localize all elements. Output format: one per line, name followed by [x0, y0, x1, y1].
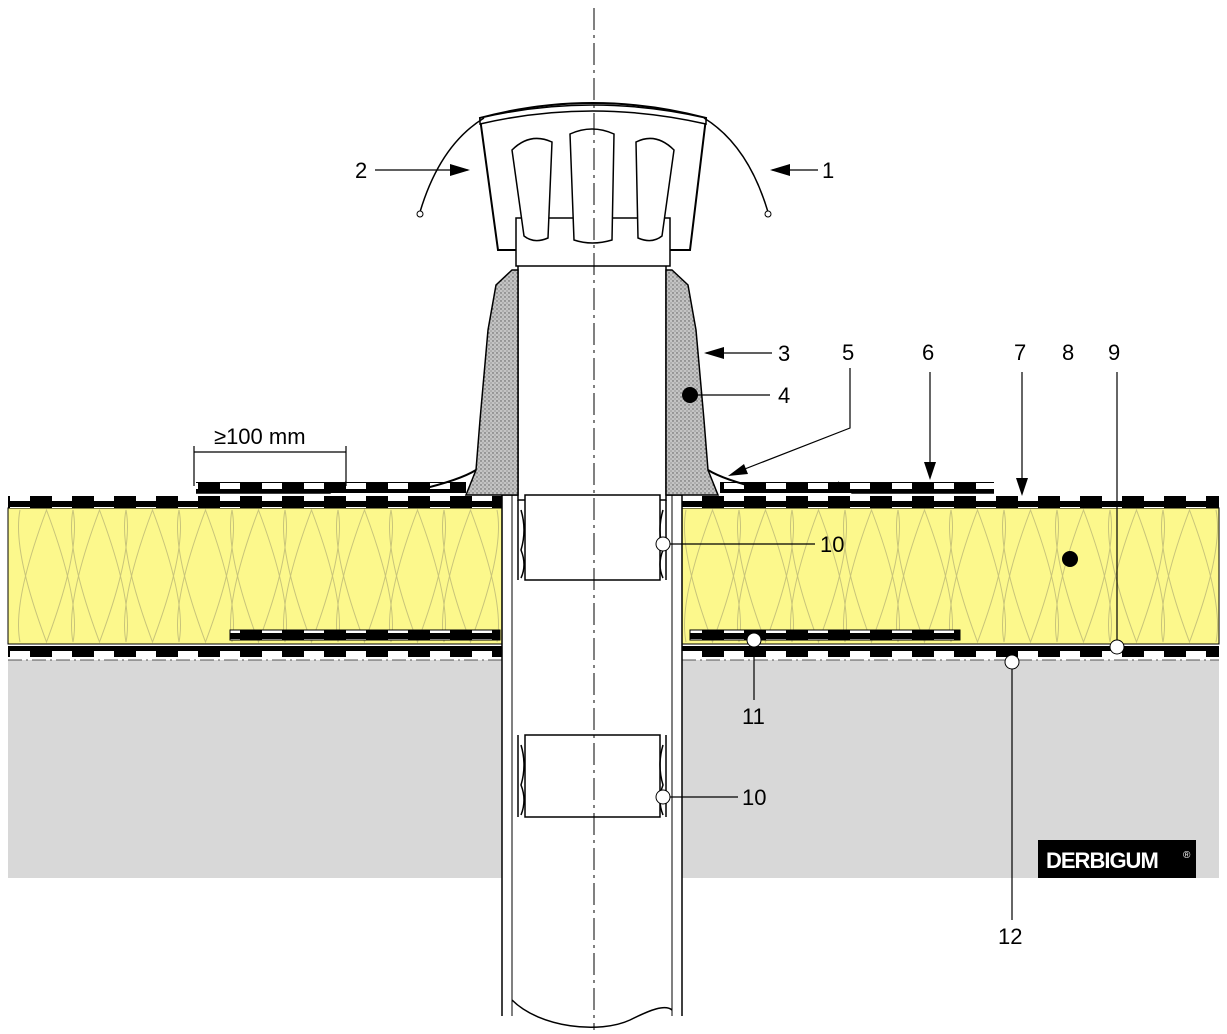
- flashing-skirt-left: [417, 469, 477, 491]
- callout-8: 8: [1062, 340, 1074, 365]
- sleeve-upper-rib-left: [517, 500, 525, 580]
- vent-slot-3: [635, 137, 675, 242]
- callout-11: 11: [742, 704, 765, 729]
- sleeve-lower-rib-left: [517, 735, 525, 817]
- vent-slot-2: [569, 128, 615, 244]
- vent-cap-dome: [479, 104, 707, 125]
- callout-2: 2: [355, 158, 367, 183]
- callout-7: 7: [1014, 340, 1026, 365]
- detail-ring-markers: [655, 536, 1125, 805]
- rain-hood-right: [703, 117, 769, 213]
- vapour-barrier-left: [8, 646, 502, 657]
- sleeve-upper: [524, 494, 661, 581]
- callout-9: 9: [1108, 340, 1120, 365]
- material-marker-8: [1062, 551, 1078, 567]
- callout-10-lower: 10: [742, 785, 766, 810]
- leader-lines: [193, 169, 1118, 920]
- roof-membrane-left: [8, 496, 508, 508]
- callout-12: 12: [998, 924, 1022, 949]
- dimension-label: ≥100 mm: [214, 424, 306, 449]
- concrete-deck-left: [8, 660, 502, 878]
- roof-membrane-right: [680, 496, 1219, 508]
- overlap-strip-left: [196, 482, 466, 493]
- vent-slot-1: [511, 137, 553, 242]
- lower-flange-left: [229, 629, 501, 641]
- pipe-break-curve: [511, 999, 673, 1029]
- rain-hood-left-tip: [416, 210, 424, 218]
- rain-hood-left: [419, 117, 485, 213]
- overlap-edge-right: [837, 481, 994, 494]
- arrowheads: [450, 164, 1028, 496]
- callout-1: 1: [822, 158, 834, 183]
- sleeve-lower: [524, 734, 661, 818]
- callout-4: 4: [778, 383, 790, 408]
- callout-3: 3: [778, 341, 790, 366]
- overlap-edge-left: [196, 481, 347, 494]
- callout-10-upper: 10: [820, 532, 844, 557]
- lower-flange-right: [689, 629, 961, 641]
- insulation-hatch: [18, 508, 1218, 644]
- brand-logo-mark: ®: [1183, 850, 1191, 861]
- brand-logo-box: [1038, 840, 1196, 878]
- brand-logo-text: DERBIGUM: [1046, 848, 1158, 873]
- rain-hood-right-tip: [764, 210, 772, 218]
- overlap-strip-right: [720, 482, 994, 493]
- pipe-break-cover: [500, 1016, 684, 1034]
- flashing-skirt-right: [707, 469, 767, 491]
- callout-5: 5: [842, 340, 854, 365]
- insulation-left: [7, 507, 509, 645]
- inner-sleeve: [517, 264, 667, 501]
- callout-6: 6: [922, 340, 934, 365]
- flashing-cone-left: [464, 269, 519, 496]
- vapour-barrier-right: [682, 646, 1219, 657]
- material-marker-4: [682, 387, 698, 403]
- flashing-cone-right: [665, 269, 720, 496]
